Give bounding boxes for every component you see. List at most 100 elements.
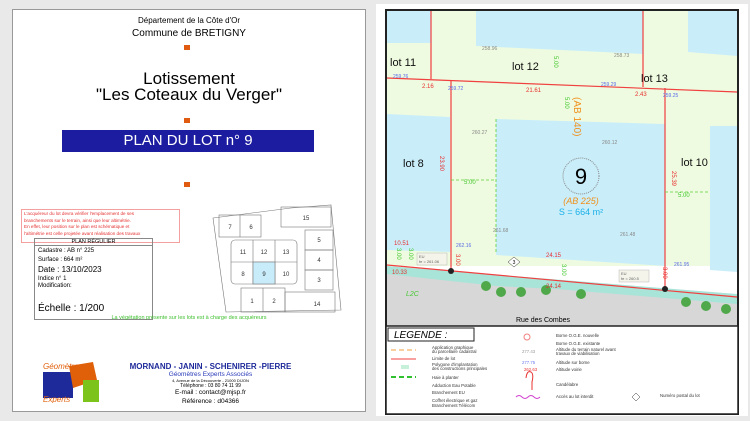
notice-line: En effet, leur position sur le plan est … bbox=[24, 224, 130, 229]
setback: 5.00 bbox=[563, 97, 569, 109]
street-name: Rue des Combes bbox=[516, 317, 571, 324]
key-lot: 1 bbox=[250, 299, 254, 305]
date: Date : 13/10/2023 bbox=[38, 265, 102, 274]
title-line1: Lotissement bbox=[143, 69, 235, 88]
dimension: 21.61 bbox=[526, 88, 542, 94]
legend-item: Altitude du terrain naturel avant bbox=[556, 347, 617, 352]
notice-line: L'acquéreur du lot devra vérifier l'empl… bbox=[24, 211, 135, 216]
eu-fe: fe = 261.06 bbox=[419, 259, 440, 264]
plan-map: lot 11 lot 12 lot 13 lot 8 lot 10 9 (AB … bbox=[385, 9, 739, 415]
logo-text: Experts bbox=[43, 395, 70, 403]
logo-text: Géomètres bbox=[43, 362, 83, 371]
borne-new-icon bbox=[523, 333, 531, 341]
access-forbidden-icon bbox=[515, 395, 541, 399]
setback: 3.00 bbox=[560, 264, 566, 276]
lot-surface: S = 664 m² bbox=[559, 207, 603, 217]
map-area bbox=[386, 11, 738, 326]
key-lot: 13 bbox=[283, 250, 290, 256]
dimension: 2.16 bbox=[422, 84, 434, 90]
postal-number-icon bbox=[507, 256, 521, 268]
cadastre: Cadastre : AB n° 225 bbox=[38, 248, 95, 254]
indice: Indice n° 1 bbox=[38, 276, 67, 282]
key-lot: 2 bbox=[272, 299, 276, 305]
cadastre-ref: (AB 225) bbox=[563, 196, 599, 206]
borne-altitude: 261.95 bbox=[674, 262, 690, 268]
dimension: 2.43 bbox=[635, 92, 647, 98]
lot-label: lot 10 bbox=[681, 157, 708, 169]
dimension: 25.39 bbox=[670, 171, 676, 187]
legend-item: des constructions principales bbox=[432, 366, 487, 371]
legend-item: 277.43 bbox=[522, 349, 536, 354]
altitude: 261.48 bbox=[620, 232, 636, 238]
departement: Département de la Côte d'Or bbox=[137, 16, 241, 25]
orange-marker bbox=[184, 182, 190, 187]
borne-altitude: 259.76 bbox=[393, 74, 409, 80]
legend-item: Application graphique bbox=[432, 345, 474, 350]
lot-label: lot 8 bbox=[403, 158, 424, 170]
key-lot: 15 bbox=[303, 216, 310, 222]
key-lot: 11 bbox=[240, 250, 247, 256]
legend-item: Accès au lot interdit bbox=[556, 394, 594, 399]
key-lot: 4 bbox=[317, 258, 321, 264]
lot-label: lot 11 bbox=[390, 57, 416, 69]
lot-label: lot 13 bbox=[641, 73, 668, 85]
dimension: 10.51 bbox=[394, 241, 410, 247]
modification: Modification: bbox=[38, 283, 72, 289]
altitude: 260.27 bbox=[472, 130, 488, 136]
key-lot: 6 bbox=[249, 225, 253, 231]
key-lot: 9 bbox=[262, 272, 266, 278]
legend-item: Coffret électrique et gaz bbox=[432, 398, 478, 403]
legend-item: Numéro postal du lot bbox=[660, 393, 700, 398]
setback: 3.00 bbox=[407, 248, 413, 260]
eu-label: EU bbox=[621, 271, 627, 276]
key-plan-lot-9 bbox=[252, 261, 276, 285]
surface: Surface : 664 m² bbox=[38, 257, 83, 263]
plan-banner: PLAN DU LOT n° 9 bbox=[62, 130, 314, 152]
legend-item: Borne O.G.E. nouvelle bbox=[556, 333, 600, 338]
key-lot: 7 bbox=[228, 225, 232, 231]
legend-item: travaux de viabilisation bbox=[556, 351, 600, 356]
key-lot: 10 bbox=[283, 272, 290, 278]
company-email[interactable]: E-mail : contact@mjsp.fr bbox=[175, 389, 246, 396]
altitude: 258.73 bbox=[614, 53, 630, 59]
dimension: 3.00 bbox=[454, 254, 460, 266]
eu-fe: fe = 260.5 bbox=[621, 276, 640, 281]
postal-number: 3 bbox=[513, 260, 516, 266]
legend-title: LEGENDE : bbox=[394, 330, 448, 341]
legend-item: Polygone d'implantation bbox=[432, 362, 478, 367]
l2c-label: L2C bbox=[406, 291, 420, 298]
dimension: 10.33 bbox=[392, 270, 408, 276]
legend: LEGENDE : Application graphique du parce… bbox=[385, 325, 739, 415]
dimension: 23.90 bbox=[438, 156, 444, 172]
lot-plan: lot 11 lot 12 lot 13 lot 8 lot 10 9 (AB … bbox=[376, 4, 748, 416]
candelabra bbox=[448, 268, 668, 292]
company-reference: Référence : d04366 bbox=[181, 398, 240, 405]
legend-item: 262.63 bbox=[524, 367, 538, 372]
key-plan: 7 6 15 5 4 3 11 12 13 8 9 10 1 2 14 bbox=[212, 204, 342, 313]
legend-item: Candélabre bbox=[556, 382, 579, 387]
altitude: 261.68 bbox=[493, 228, 509, 234]
key-lot: 8 bbox=[241, 272, 245, 278]
legend-item: Adduction Eau Potable bbox=[432, 383, 476, 388]
info-heading: PLAN RÉGULIER bbox=[35, 239, 152, 246]
altitude: 258.96 bbox=[482, 46, 498, 52]
key-lot: 14 bbox=[314, 302, 321, 308]
borne-altitude: 259.72 bbox=[448, 86, 464, 92]
dimension: 24.15 bbox=[546, 253, 562, 259]
borne-altitude: 262.16 bbox=[456, 243, 472, 249]
setback: 5.00 bbox=[552, 56, 558, 68]
eu-label: EU bbox=[419, 254, 425, 259]
legend-item: Altitude sur borne bbox=[556, 360, 590, 365]
notice-box: L'acquéreur du lot devra vérifier l'empl… bbox=[21, 209, 180, 243]
setback: 3.00 bbox=[395, 248, 401, 260]
orange-marker bbox=[184, 118, 190, 123]
company-logo: Géomètres Experts bbox=[43, 362, 99, 403]
company-name: MORNAND - JANIN - SCHENIRER -PIERRE bbox=[129, 362, 292, 371]
candelabra-icon bbox=[525, 371, 534, 390]
dimension: 24.14 bbox=[546, 284, 562, 290]
borne-altitude: 259.25 bbox=[663, 93, 679, 99]
vegetation-note: La végétation présente sur les lots est … bbox=[111, 315, 267, 321]
lot-label: lot 12 bbox=[512, 61, 539, 73]
company-subtitle: Géomètres Experts Associés bbox=[168, 371, 253, 378]
company-phone: Téléphone : 03 80 74 11 99 bbox=[180, 383, 241, 389]
